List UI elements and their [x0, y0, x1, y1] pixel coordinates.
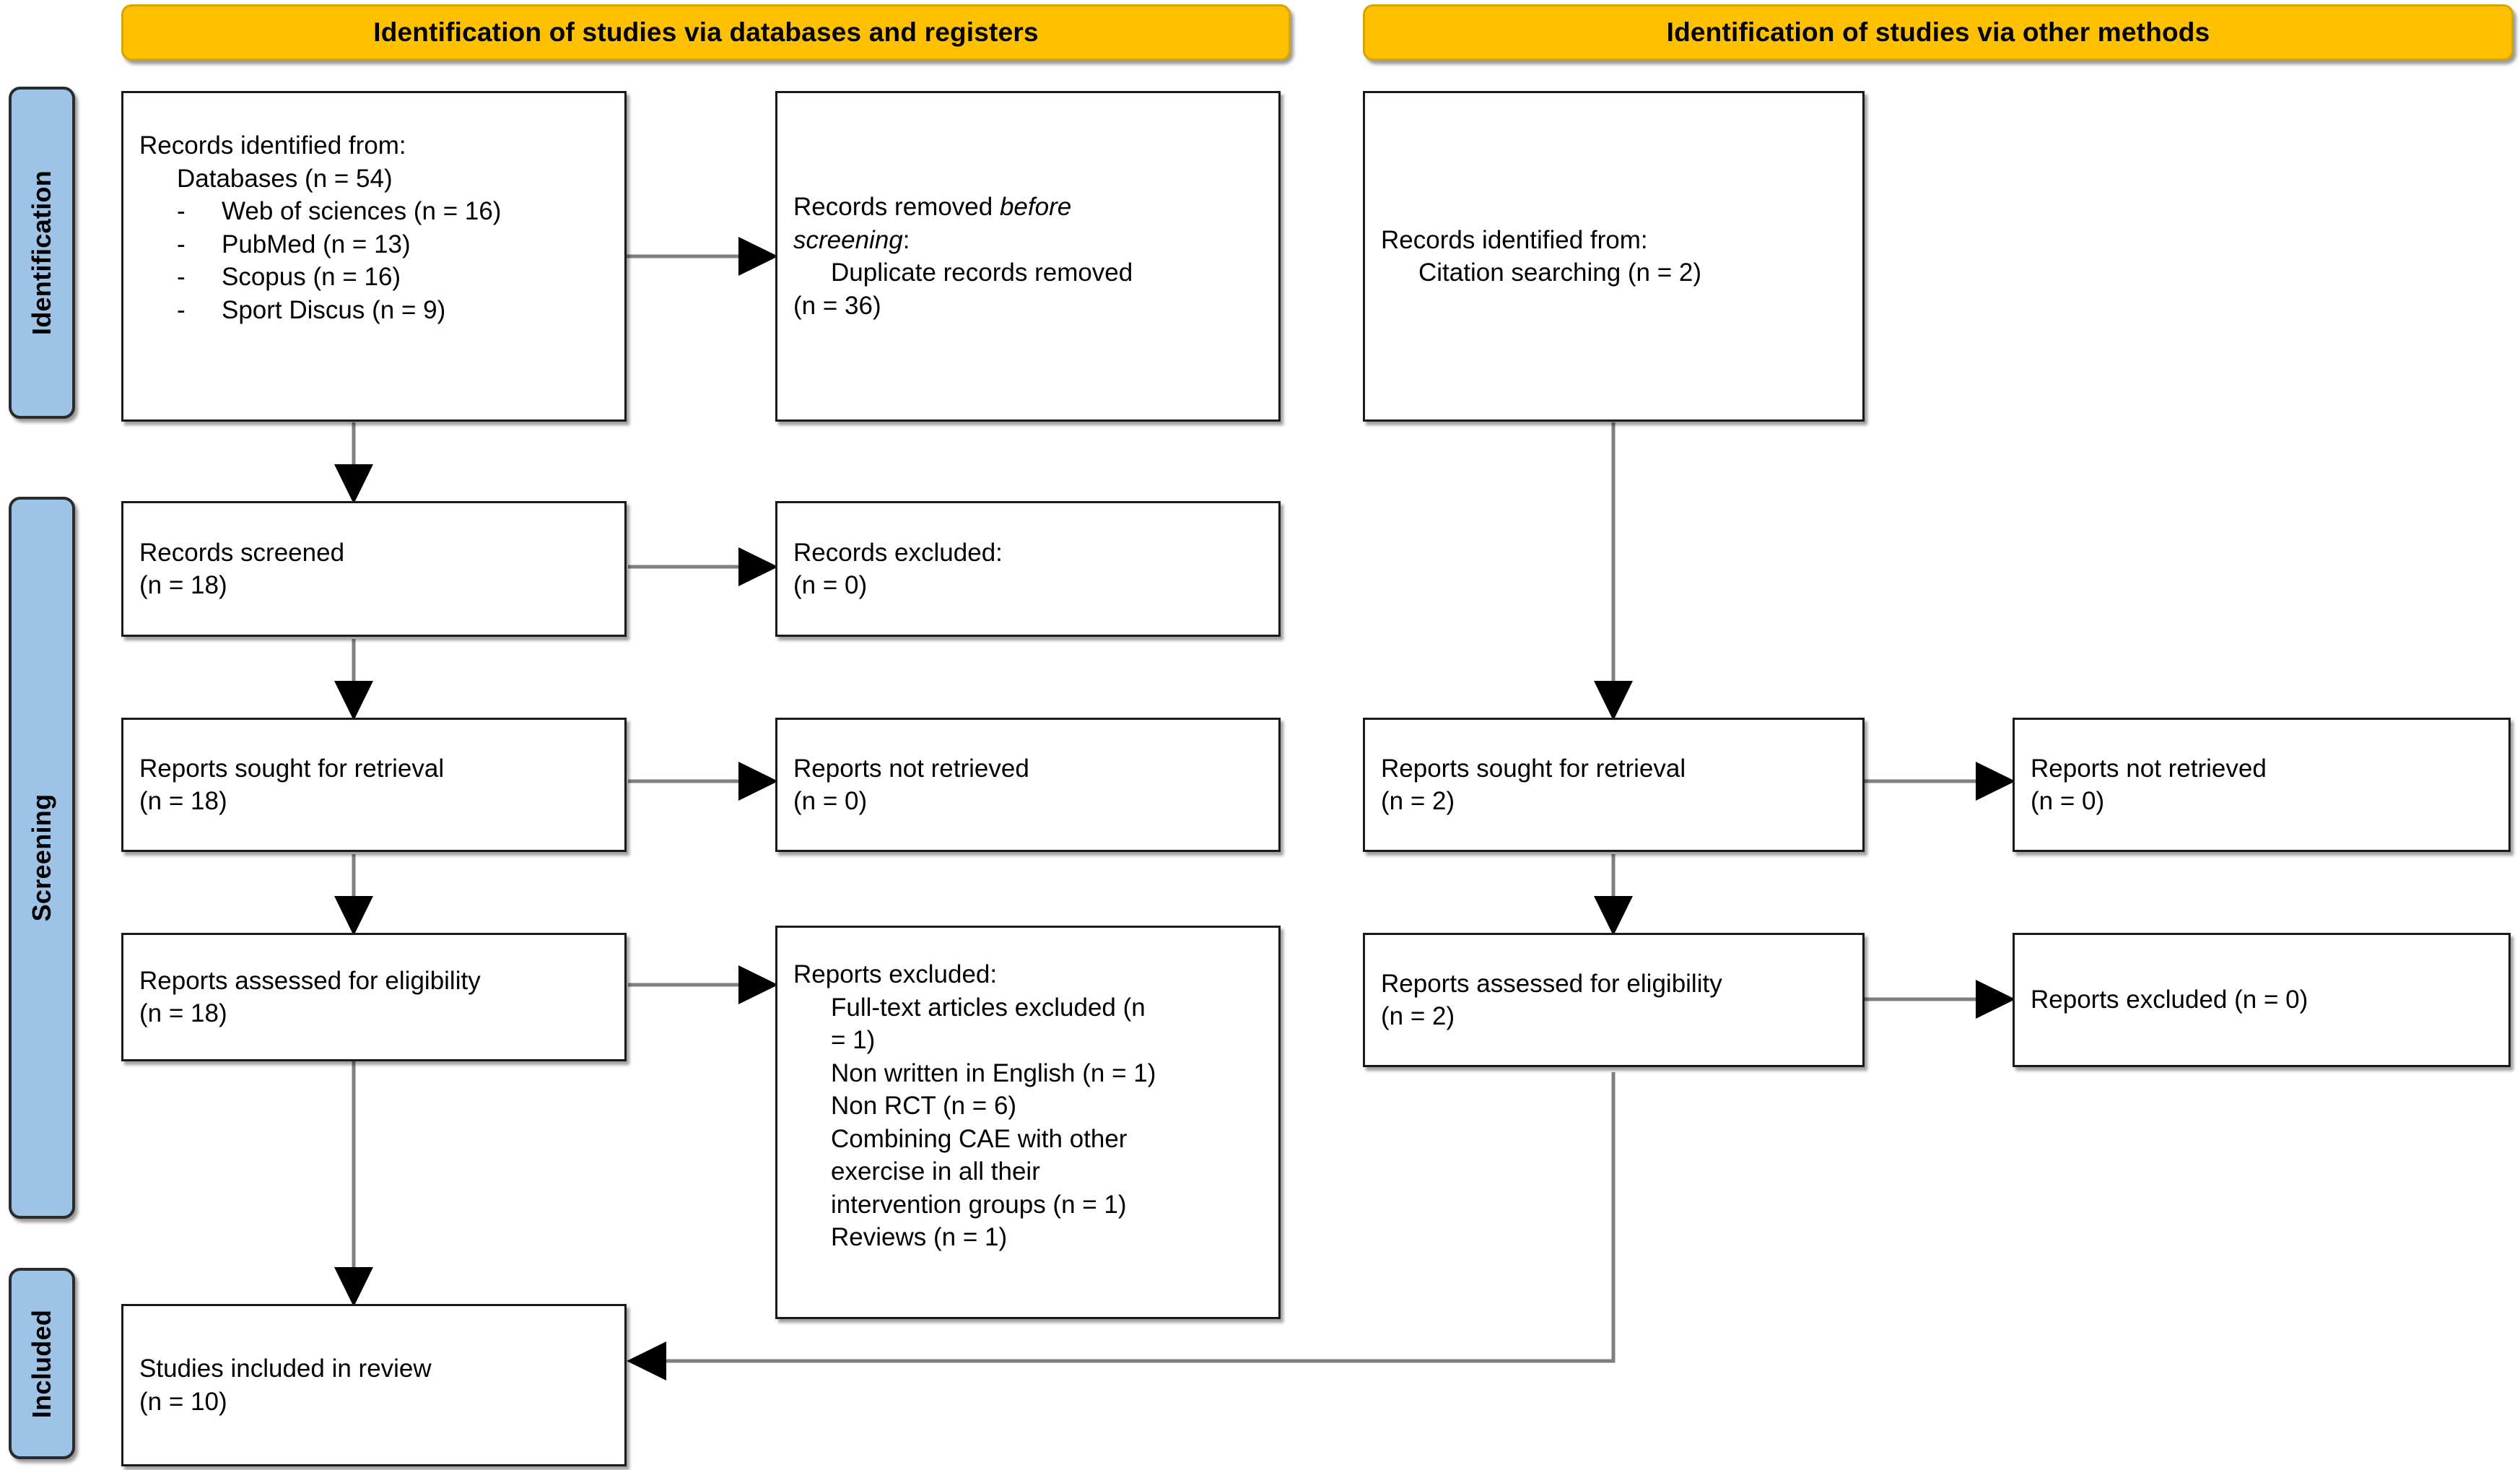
- reports-excluded-reason-reviews: Reviews (n = 1): [831, 1223, 1008, 1251]
- reports-assessed-right-count: (n = 2): [1381, 1002, 1455, 1030]
- records-removed-line1: Records removed before: [793, 191, 1263, 224]
- rail-screening: Screening: [9, 497, 75, 1219]
- database-item-sport-discus: - Sport Discus (n = 9): [139, 294, 609, 327]
- box-reports-assessed-right: Reports assessed for eligibility (n = 2): [1363, 933, 1865, 1067]
- reports-excluded-reason-non-english: Non written in English (n = 1): [831, 1058, 1156, 1087]
- rail-identification-label: Identification: [27, 170, 56, 336]
- database-item-label: Web of sciences (n = 16): [222, 197, 502, 225]
- database-item-web-of-sciences: - Web of sciences (n = 16): [139, 195, 609, 228]
- records-removed-line2-post: :: [902, 225, 910, 254]
- reports-excluded-reason-non-rct: Non RCT (n = 6): [831, 1092, 1017, 1120]
- records-identified-other-title: Records identified from:: [1381, 225, 1648, 254]
- box-reports-sought-right: Reports sought for retrieval (n = 2): [1363, 718, 1865, 852]
- database-item-pubmed: - PubMed (n = 13): [139, 228, 609, 261]
- bullet-dash: -: [177, 197, 186, 225]
- records-removed-line1-emphasis: before: [999, 193, 1072, 221]
- banner-identification-other: Identification of studies via other meth…: [1363, 4, 2514, 61]
- reports-excluded-right-title: Reports excluded (n = 0): [2031, 986, 2308, 1014]
- reports-sought-left-title: Reports sought for retrieval: [139, 754, 445, 783]
- reports-sought-left-count: (n = 18): [139, 787, 227, 815]
- database-item-label: PubMed (n = 13): [222, 230, 411, 258]
- records-screened-count: (n = 18): [139, 571, 227, 599]
- studies-included-count: (n = 10): [139, 1387, 227, 1416]
- records-removed-line1-pre: Records removed: [793, 193, 1000, 221]
- reports-excluded-reason-fulltext: Full-text articles excluded (n: [831, 993, 1146, 1022]
- reports-assessed-left-count: (n = 18): [139, 999, 227, 1027]
- rail-identification: Identification: [9, 87, 75, 419]
- box-records-screened: Records screened (n = 18): [121, 501, 627, 637]
- reports-excluded-reason-combining-cae-cont1: exercise in all their: [831, 1157, 1040, 1186]
- records-removed-line2-emphasis: screening: [793, 225, 903, 254]
- records-excluded-count: (n = 0): [793, 571, 868, 599]
- records-removed-line2: screening:: [793, 224, 1263, 257]
- box-reports-sought-left: Reports sought for retrieval (n = 18): [121, 718, 627, 852]
- box-records-identified-databases: Records identified from: Databases (n = …: [121, 91, 627, 422]
- box-records-removed-before-screening: Records removed before screening: Duplic…: [775, 91, 1281, 422]
- reports-not-retrieved-right-count: (n = 0): [2031, 787, 2105, 815]
- duplicate-records-removed-label: Duplicate records removed: [831, 258, 1133, 287]
- records-identified-databases-count: Databases (n = 54): [177, 164, 393, 193]
- box-studies-included: Studies included in review (n = 10): [121, 1304, 627, 1466]
- reports-not-retrieved-right-title: Reports not retrieved: [2031, 754, 2267, 783]
- reports-excluded-reason-combining-cae: Combining CAE with other: [831, 1124, 1128, 1153]
- reports-sought-right-count: (n = 2): [1381, 787, 1455, 815]
- studies-included-title: Studies included in review: [139, 1354, 432, 1383]
- banner-other-label: Identification of studies via other meth…: [1666, 17, 2210, 47]
- box-reports-excluded-right: Reports excluded (n = 0): [2013, 933, 2511, 1067]
- records-excluded-title: Records excluded:: [793, 538, 1003, 567]
- rail-screening-label: Screening: [27, 793, 56, 922]
- box-records-excluded: Records excluded: (n = 0): [775, 501, 1281, 637]
- records-identified-title: Records identified from:: [139, 131, 406, 160]
- rail-included-label: Included: [27, 1309, 56, 1418]
- reports-sought-right-title: Reports sought for retrieval: [1381, 754, 1686, 783]
- reports-excluded-reason-combining-cae-cont2: intervention groups (n = 1): [831, 1190, 1127, 1219]
- records-screened-title: Records screened: [139, 538, 345, 567]
- reports-excluded-detail-title: Reports excluded:: [793, 960, 998, 988]
- box-reports-assessed-left: Reports assessed for eligibility (n = 18…: [121, 933, 627, 1061]
- reports-excluded-reason-fulltext-count: = 1): [831, 1026, 876, 1054]
- box-reports-not-retrieved-right: Reports not retrieved (n = 0): [2013, 718, 2511, 852]
- reports-not-retrieved-left-count: (n = 0): [793, 787, 868, 815]
- rail-included: Included: [9, 1268, 75, 1459]
- bullet-dash: -: [177, 263, 186, 291]
- bullet-dash: -: [177, 295, 186, 324]
- reports-assessed-left-title: Reports assessed for eligibility: [139, 966, 481, 995]
- database-item-label: Sport Discus (n = 9): [222, 295, 446, 324]
- duplicate-records-removed-count: (n = 36): [793, 291, 881, 320]
- banner-identification-databases: Identification of studies via databases …: [121, 4, 1291, 61]
- reports-assessed-right-title: Reports assessed for eligibility: [1381, 969, 1722, 998]
- bullet-dash: -: [177, 230, 186, 258]
- reports-not-retrieved-left-title: Reports not retrieved: [793, 754, 1029, 783]
- banner-databases-label: Identification of studies via databases …: [373, 17, 1039, 47]
- box-reports-excluded-detail: Reports excluded: Full-text articles exc…: [775, 926, 1281, 1319]
- box-records-identified-other: Records identified from: Citation search…: [1363, 91, 1865, 422]
- citation-searching-count: Citation searching (n = 2): [1418, 258, 1702, 287]
- box-reports-not-retrieved-left: Reports not retrieved (n = 0): [775, 718, 1281, 852]
- database-item-scopus: - Scopus (n = 16): [139, 261, 609, 294]
- database-item-label: Scopus (n = 16): [222, 263, 401, 291]
